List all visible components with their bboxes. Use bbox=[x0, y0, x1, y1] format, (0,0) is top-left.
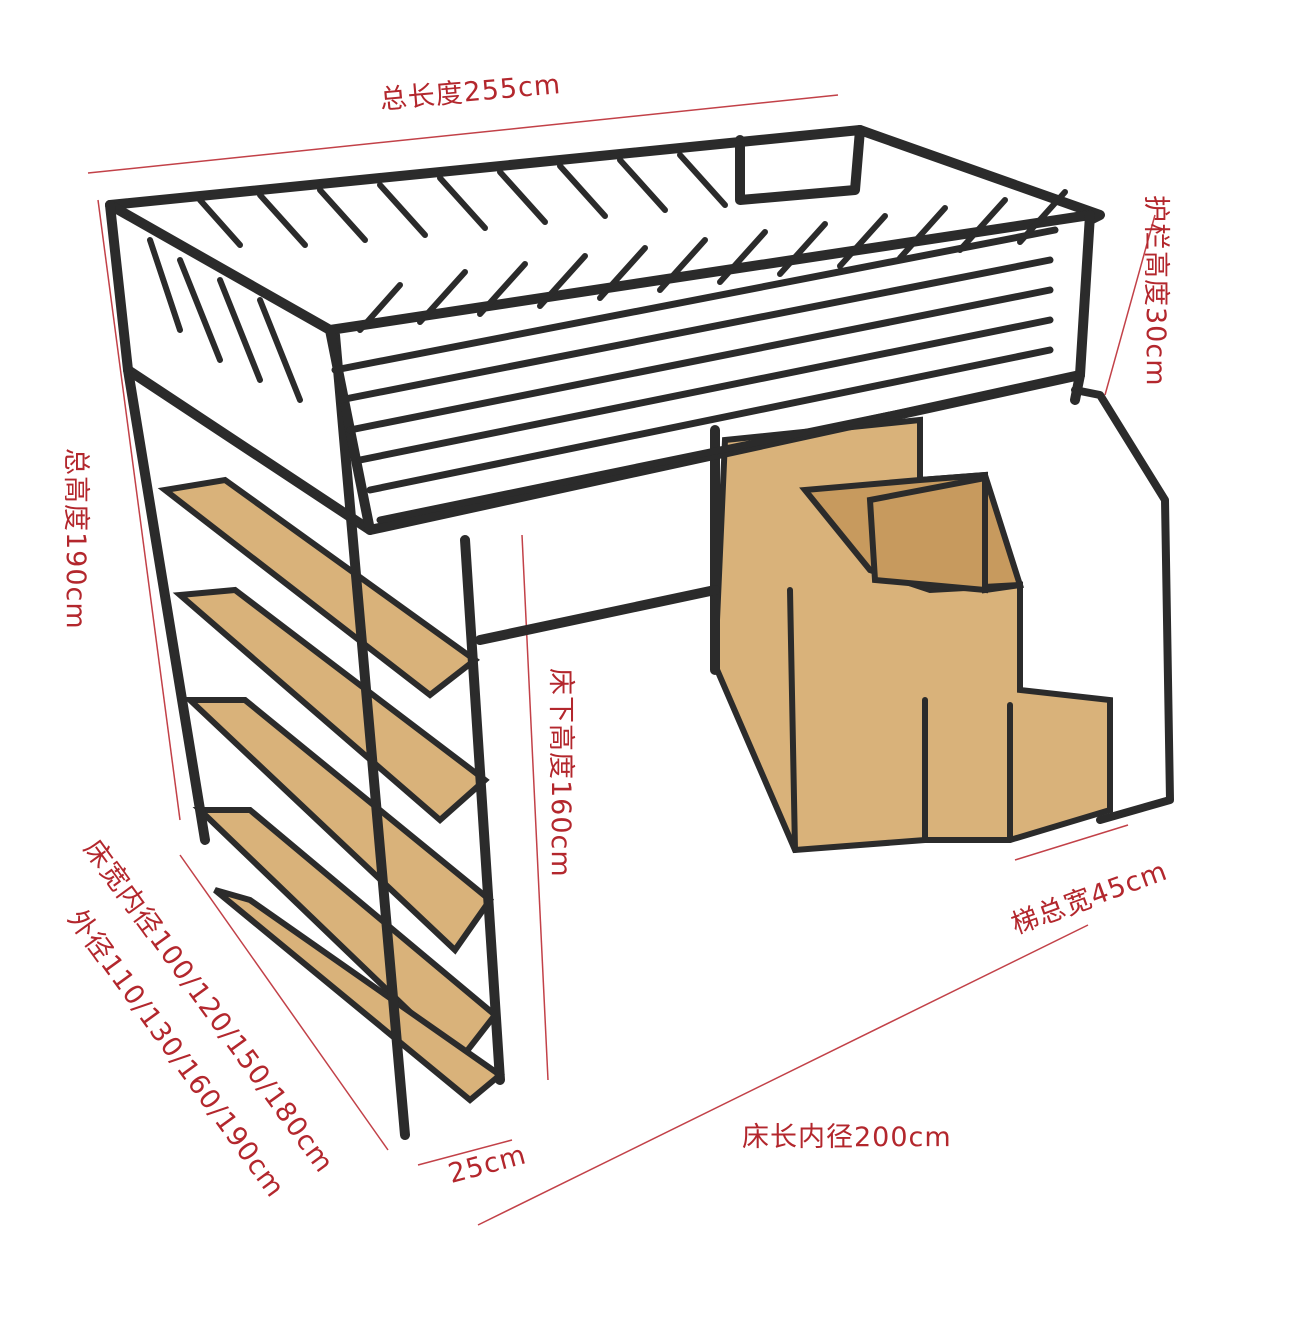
post-front-left bbox=[330, 330, 410, 1140]
bed-slats bbox=[331, 226, 1064, 524]
stair-cabinet bbox=[711, 386, 1174, 854]
post-inner bbox=[460, 535, 505, 1085]
total-length-line bbox=[87, 94, 839, 174]
rail-height-line bbox=[1104, 214, 1156, 396]
stair-opening bbox=[735, 125, 865, 205]
total-height-line bbox=[97, 199, 181, 821]
stair-width-line bbox=[1014, 824, 1129, 861]
label-total-height: 总高度190cm bbox=[60, 448, 91, 630]
inner-width-line bbox=[179, 854, 389, 1151]
bed-frame bbox=[105, 125, 1105, 1140]
label-rail-height: 护栏高度30cm bbox=[1140, 195, 1171, 387]
label-under-bed-height: 床下高度160cm bbox=[545, 668, 576, 878]
side-shelves bbox=[157, 476, 505, 1104]
post-back-left bbox=[123, 365, 210, 845]
cross-bar bbox=[475, 585, 720, 645]
label-inner-length: 床长内径200cm bbox=[742, 1122, 952, 1153]
shelf-depth-line bbox=[417, 1139, 513, 1166]
chevron-guard-rail bbox=[147, 152, 1068, 524]
top-back-rail bbox=[105, 125, 1105, 225]
inner-length-line bbox=[477, 924, 1089, 1226]
stair-cubby bbox=[866, 474, 988, 594]
